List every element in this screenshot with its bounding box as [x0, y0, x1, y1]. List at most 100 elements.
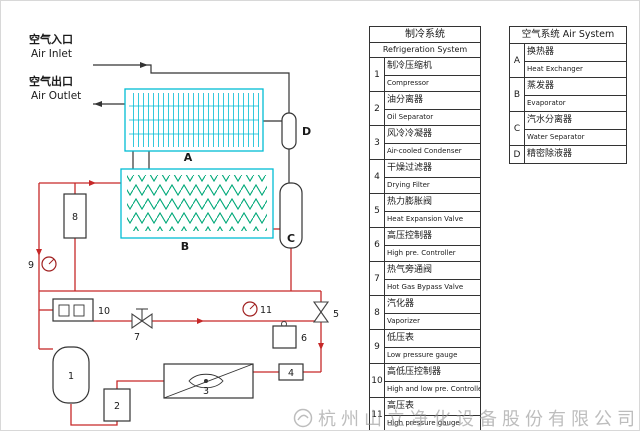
row-number: 8: [370, 296, 385, 329]
row-name-cn: 制冷压缩机: [385, 58, 480, 76]
row-number: 2: [370, 92, 385, 125]
compressor-symbol: [52, 346, 90, 404]
demister-d-symbol: [281, 112, 297, 150]
row-number: 9: [370, 330, 385, 363]
label-d: D: [302, 125, 311, 138]
row-name-en: Heat Expansion Valve: [387, 215, 464, 223]
row-number: 10: [370, 364, 385, 397]
row-name-cn: 汽水分离器: [525, 112, 626, 130]
air-system-table: 空气系统 Air System A 换热器 Heat Exchanger B 蒸发…: [509, 26, 627, 164]
row-name-en: Low pressure gauge: [387, 351, 458, 359]
table-row: 11 高压表 High pressure gauge: [370, 398, 480, 430]
label-c: C: [287, 232, 295, 245]
refrigeration-table-title-en: Refrigeration System: [370, 43, 480, 58]
row-name-cn: 风冷冷凝器: [385, 126, 480, 144]
air-outlet-label-cn: 空气出口: [29, 74, 73, 88]
heat-exchanger-a-symbol: [124, 88, 264, 152]
table-row: 4 干燥过滤器 Drying Filter: [370, 160, 480, 194]
air-inlet-arrow-icon: [140, 62, 148, 68]
row-name-cn: 汽化器: [385, 296, 480, 314]
label-a: A: [184, 151, 193, 164]
row-key: C: [510, 112, 525, 145]
hl-pressure-controller-symbol: [52, 298, 94, 322]
label-2: 2: [114, 401, 120, 412]
air-inlet-label-en: Air Inlet: [31, 48, 72, 60]
high-pressure-controller-symbol: [272, 321, 297, 349]
row-key: D: [510, 146, 525, 163]
row-name-en: Hot Gas Bypass Valve: [387, 283, 464, 291]
flow-arrow-icon: [36, 249, 42, 256]
row-number: 4: [370, 160, 385, 193]
row-name-cn: 高压表: [385, 398, 480, 416]
evaporator-b-symbol: [120, 168, 274, 239]
table-row: 9 低压表 Low pressure gauge: [370, 330, 480, 364]
high-pressure-gauge-symbol: [242, 301, 258, 317]
label-b: B: [181, 240, 189, 253]
low-pressure-gauge-symbol: [41, 256, 57, 272]
row-number: 1: [370, 58, 385, 91]
refrigeration-system-table: 制冷系统 Refrigeration System 1 制冷压缩机 Compres…: [369, 26, 481, 430]
row-key: A: [510, 44, 525, 77]
water-separator-c-symbol: [279, 182, 303, 249]
row-number: 3: [370, 126, 385, 159]
row-name-en: High and low pre. Controller: [387, 385, 480, 393]
row-name-en: Drying Filter: [387, 181, 430, 189]
label-5: 5: [333, 309, 339, 320]
row-name-cn: 油分离器: [385, 92, 480, 110]
table-row: 3 风冷冷凝器 Air-cooled Condenser: [370, 126, 480, 160]
label-7: 7: [134, 332, 140, 343]
table-row: 2 油分离器 Oil Separator: [370, 92, 480, 126]
vaporizer-symbol: [63, 193, 87, 239]
row-name-en: Oil Separator: [387, 113, 434, 121]
row-number: 6: [370, 228, 385, 261]
row-number: 11: [370, 398, 385, 430]
air-table-title: 空气系统 Air System: [510, 27, 626, 44]
bypass-valve-symbol: [131, 308, 153, 330]
flow-arrow-icon: [318, 343, 324, 350]
row-name-cn: 热气旁通阀: [385, 262, 480, 280]
label-1: 1: [68, 371, 74, 382]
row-name-en: Vaporizer: [387, 317, 420, 325]
row-name-cn: 精密除液器: [527, 149, 573, 159]
label-4: 4: [288, 368, 294, 379]
row-name-en: Water Separator: [527, 133, 585, 141]
label-11: 11: [260, 305, 272, 316]
diagram-labels: 空气入口 Air Inlet 空气出口 Air Outlet A B C D 1…: [28, 32, 339, 412]
row-name-cn: 高压控制器: [385, 228, 480, 246]
table-row: A 换热器 Heat Exchanger: [510, 44, 626, 78]
row-name-en: High pre. Controller: [387, 249, 456, 257]
row-name-en: Air-cooled Condenser: [387, 147, 462, 155]
table-row: 1 制冷压缩机 Compressor: [370, 58, 480, 92]
row-name-cn: 热力膨胀阀: [385, 194, 480, 212]
table-row: D 精密除液器: [510, 146, 626, 163]
air-outlet-arrow-icon: [94, 101, 102, 107]
air-inlet-label-cn: 空气入口: [29, 32, 73, 46]
condenser-fan-symbol: [163, 363, 254, 399]
flow-arrow-icon: [89, 180, 96, 186]
refrigeration-table-title-cn: 制冷系统: [370, 27, 480, 43]
row-key: B: [510, 78, 525, 111]
flow-arrow-icon: [197, 318, 204, 324]
row-name-cn: 低压表: [385, 330, 480, 348]
drying-filter-symbol: [278, 363, 304, 381]
label-8: 8: [72, 212, 78, 223]
label-3: 3: [203, 386, 209, 397]
row-name-en: Compressor: [387, 79, 429, 87]
label-9: 9: [28, 260, 34, 271]
table-row: 7 热气旁通阀 Hot Gas Bypass Valve: [370, 262, 480, 296]
row-name-en: High pressure gauge: [387, 419, 460, 427]
row-number: 7: [370, 262, 385, 295]
row-name-cn: 换热器: [525, 44, 626, 62]
table-row: 6 高压控制器 High pre. Controller: [370, 228, 480, 262]
refrigerant-pipes: [36, 180, 324, 426]
row-name-en: Heat Exchanger: [527, 65, 583, 73]
oil-separator-symbol: [103, 388, 131, 422]
row-name-cn: 干燥过滤器: [385, 160, 480, 178]
label-10: 10: [98, 306, 110, 317]
row-name-en: Evaporator: [527, 99, 566, 107]
label-6: 6: [301, 333, 307, 344]
table-row: C 汽水分离器 Water Separator: [510, 112, 626, 146]
